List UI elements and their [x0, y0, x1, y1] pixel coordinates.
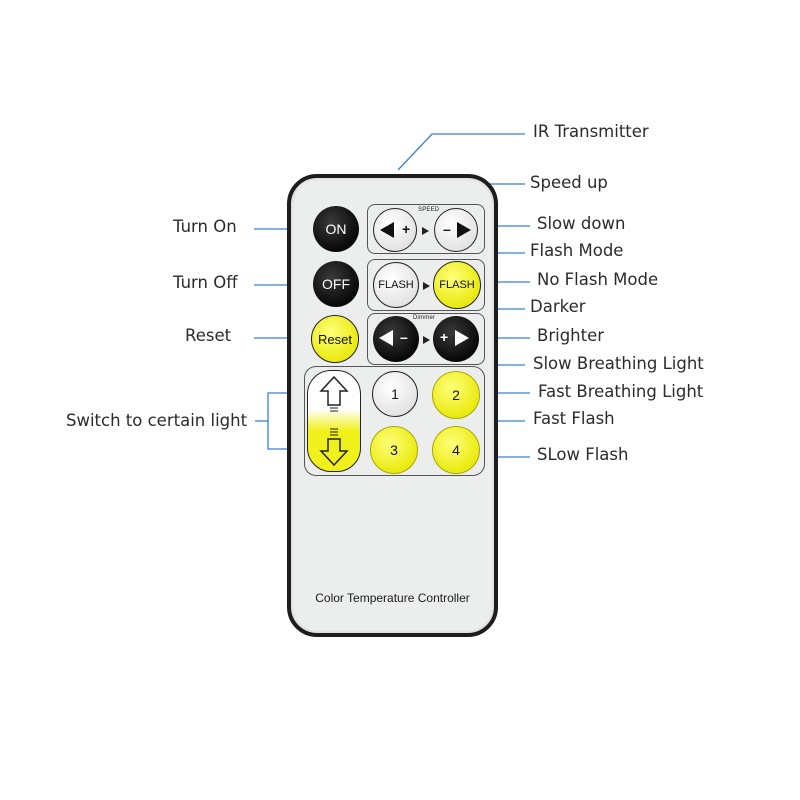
dimmer-panel — [367, 313, 485, 365]
label-darker: Darker — [530, 297, 586, 316]
slow-breathing-button[interactable]: 1 — [372, 371, 418, 417]
speed-caption: SPEED — [418, 207, 440, 213]
flash-panel — [367, 259, 485, 311]
label-fast-breathing: Fast Breathing Light — [538, 382, 704, 401]
down-arrow-icon — [319, 428, 349, 467]
remote-footer-label: Color Temperature Controller — [315, 591, 470, 605]
label-turn-off: Turn Off — [173, 273, 238, 292]
slow-flash-button[interactable]: 4 — [432, 426, 480, 474]
label-speed-up: Speed up — [530, 173, 608, 192]
label-ir-transmitter: IR Transmitter — [533, 122, 649, 141]
right-arrow-icon — [457, 222, 471, 238]
speed-up-button[interactable]: + — [373, 208, 417, 252]
label-slow-flash: SLow Flash — [537, 445, 629, 464]
label-reset: Reset — [185, 326, 232, 345]
fast-breathing-button[interactable]: 2 — [432, 371, 480, 419]
speed-separator-icon — [422, 227, 429, 235]
off-button[interactable]: OFF — [313, 261, 359, 307]
label-flash-mode: Flash Mode — [530, 241, 624, 260]
reset-button[interactable]: Reset — [311, 315, 359, 363]
brighter-button[interactable]: + — [433, 316, 479, 362]
on-button[interactable]: ON — [313, 206, 359, 252]
plus-icon: + — [440, 329, 449, 345]
no-flash-mode-button[interactable]: FLASH — [433, 261, 481, 309]
left-arrow-icon — [379, 330, 393, 346]
label-brighter: Brighter — [537, 326, 605, 345]
label-slow-down: Slow down — [537, 214, 626, 233]
speed-panel — [367, 204, 485, 254]
up-arrow-icon — [319, 375, 349, 412]
dimmer-caption: Dimmer — [413, 315, 436, 321]
label-slow-breathing: Slow Breathing Light — [533, 354, 704, 373]
color-temp-rocker[interactable] — [307, 370, 361, 472]
right-arrow-icon — [455, 330, 469, 346]
fast-flash-button[interactable]: 3 — [370, 426, 418, 474]
dimmer-separator-icon — [423, 336, 430, 344]
flash-separator-icon — [423, 282, 430, 290]
leader-ir-transmitter — [397, 133, 525, 171]
minus-icon: – — [443, 221, 451, 237]
label-switch-light: Switch to certain light — [66, 411, 248, 430]
minus-icon: – — [400, 329, 408, 345]
mode-panel — [304, 366, 485, 476]
label-fast-flash: Fast Flash — [533, 409, 615, 428]
label-turn-on: Turn On — [173, 217, 237, 236]
slow-down-button[interactable]: – — [434, 208, 478, 252]
darker-button[interactable]: – — [373, 316, 419, 362]
flash-mode-button[interactable]: FLASH — [373, 262, 419, 308]
left-arrow-icon — [380, 222, 394, 238]
plus-icon: + — [402, 221, 411, 237]
label-no-flash-mode: No Flash Mode — [537, 270, 659, 289]
